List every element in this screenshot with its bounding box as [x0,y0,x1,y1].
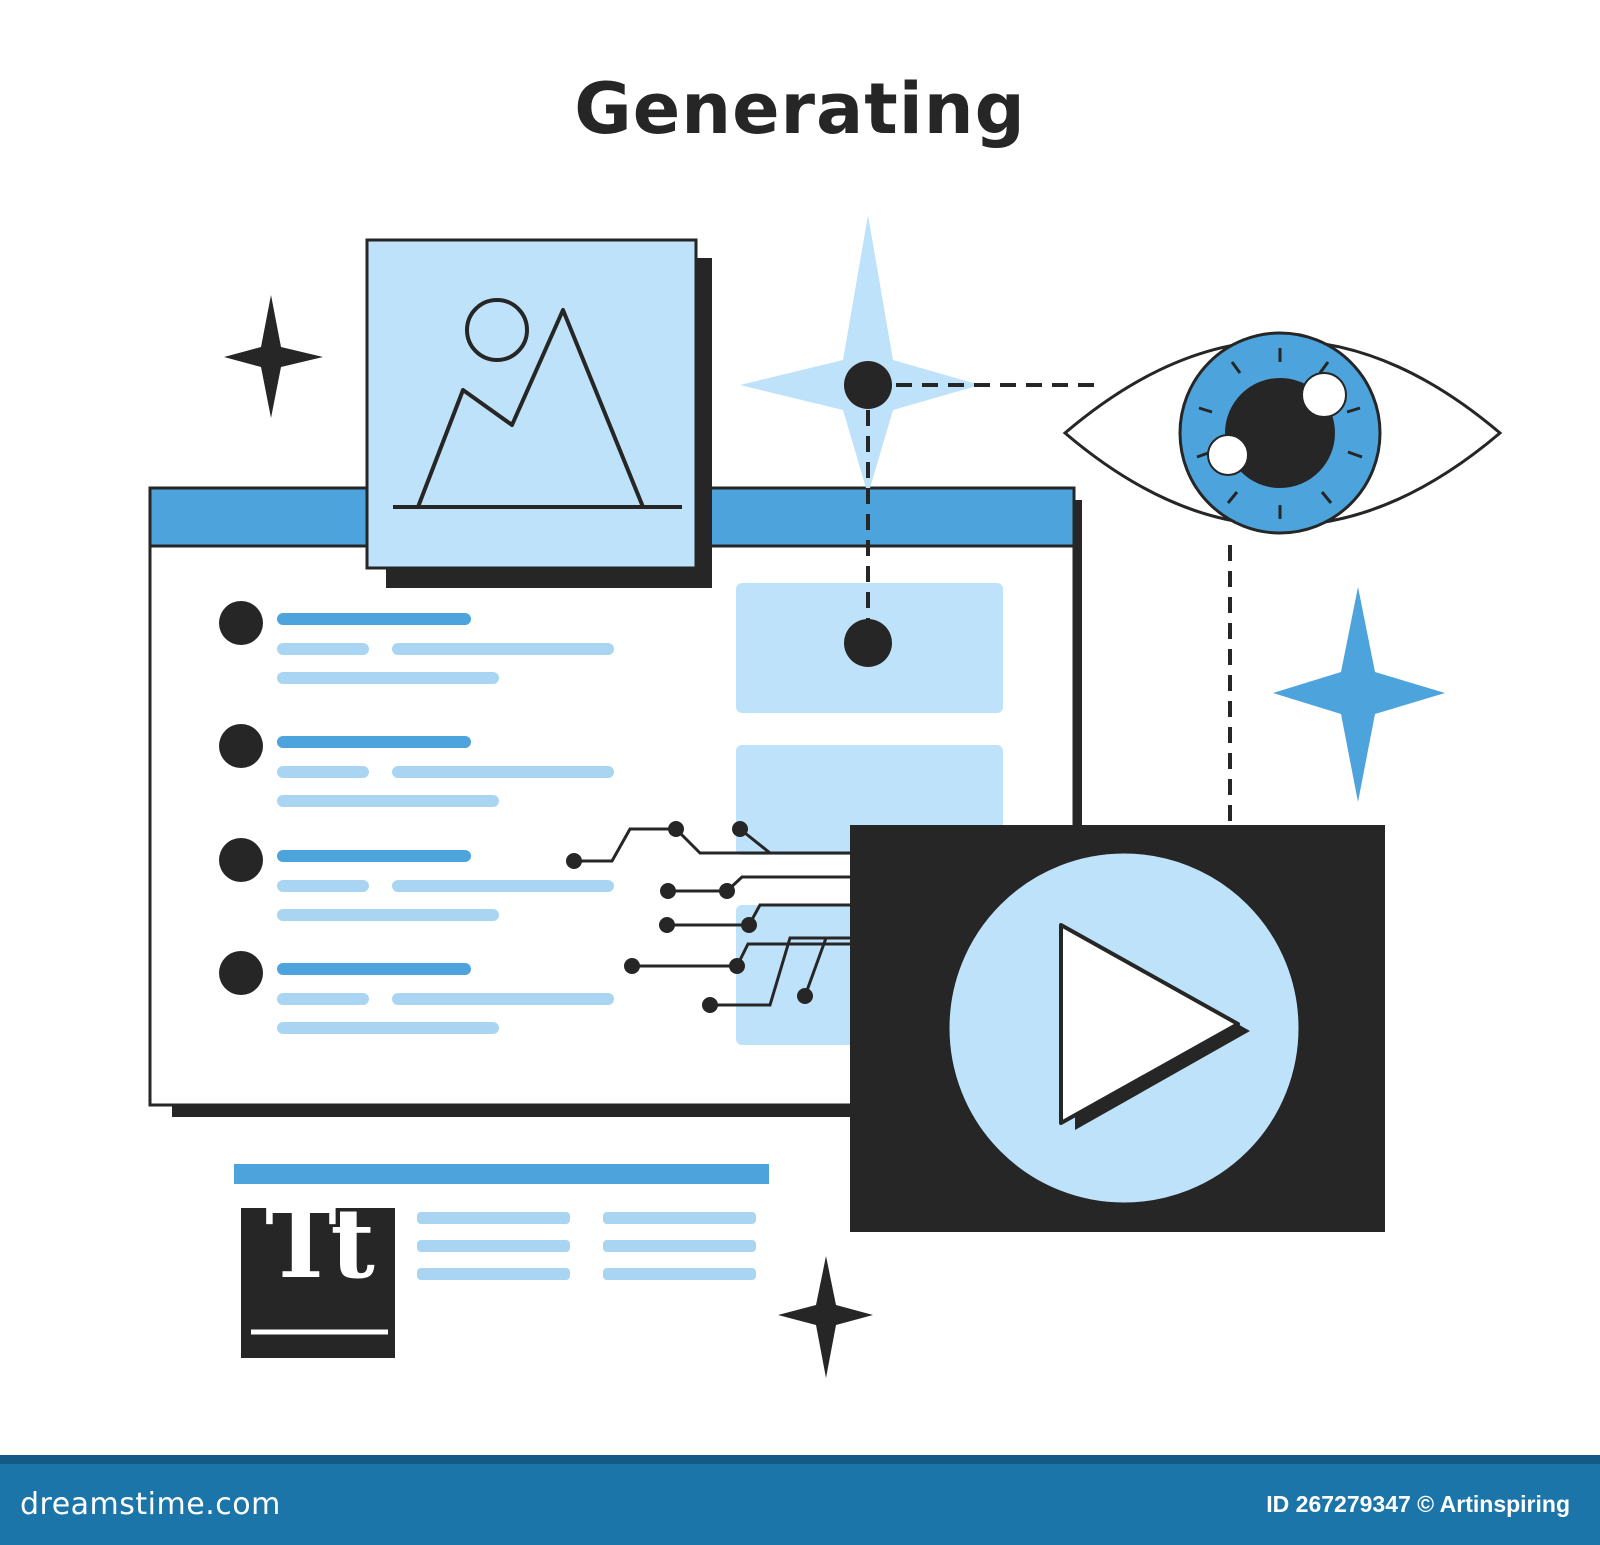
text-icon [241,1208,395,1358]
connector-node [844,619,892,667]
list-item [219,951,614,1034]
circuit-nodes [566,821,813,1013]
bullet-list [219,601,614,1034]
image-icon [365,238,712,588]
play-icon [850,825,1385,1232]
sparkle-icon [224,295,323,418]
footer-logo[interactable]: dreamstime.com [20,1487,281,1522]
text-icon-label: Tt [265,1187,375,1300]
page-title: Generating [574,68,1026,150]
list-item [219,601,614,684]
circuit-icon [574,827,860,1007]
sparkle-icon [1273,587,1445,802]
dashed-connectors [866,383,1232,825]
connector-node [844,361,892,409]
sparkle-icon [740,215,980,495]
list-item [219,724,614,807]
generating-illustration [148,215,1503,1378]
footer-stripe [0,1455,1600,1464]
text-lines [234,1164,769,1280]
eye-icon [1062,331,1503,535]
sparkle-icon [778,1256,873,1378]
list-item [219,838,614,921]
footer-credit: ID 267279347 © Artinspiring [1266,1491,1570,1517]
footer-bar: dreamstime.com ID 267279347 © Artinspiri… [0,1455,1600,1545]
